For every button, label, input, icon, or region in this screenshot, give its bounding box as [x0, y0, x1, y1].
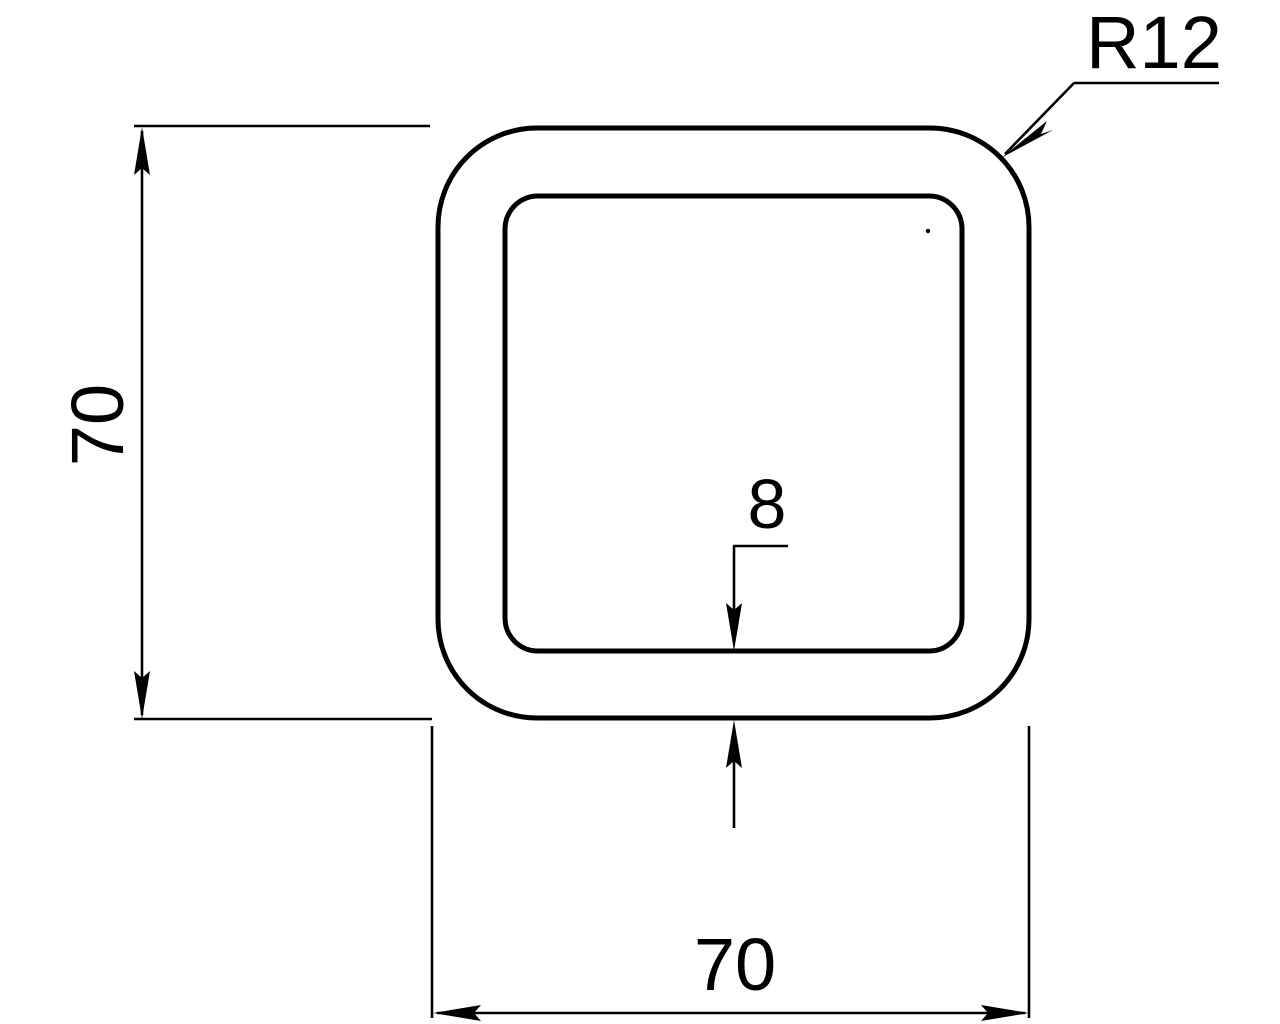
thickness-arrow-upper-icon — [726, 603, 742, 651]
height-arrow-bottom-icon — [134, 671, 150, 719]
radius-arrow-icon — [1001, 121, 1053, 158]
outer-profile-rounded-square — [435, 125, 1032, 721]
inner-profile-rounded-square — [502, 193, 965, 654]
corner-radius-callout: R12 — [1001, 1, 1222, 158]
height-dimension-label: 70 — [56, 384, 139, 466]
height-arrow-top-icon — [134, 127, 150, 175]
horizontal-width-dimension: 70 — [430, 726, 1031, 1021]
artifact-speck — [925, 228, 931, 234]
thickness-arrow-lower-icon — [726, 720, 742, 768]
width-arrow-right-icon — [981, 1005, 1029, 1021]
width-dimension-label: 70 — [694, 923, 776, 1006]
vertical-height-dimension: 70 — [56, 124, 432, 721]
radius-leader-slant — [1004, 82, 1075, 155]
part-geometry — [435, 125, 1032, 721]
thickness-dimension-label: 8 — [748, 465, 787, 543]
radius-dimension-label: R12 — [1086, 1, 1222, 84]
width-arrow-left-icon — [433, 1005, 481, 1021]
wall-thickness-dimension: 8 — [726, 465, 788, 828]
